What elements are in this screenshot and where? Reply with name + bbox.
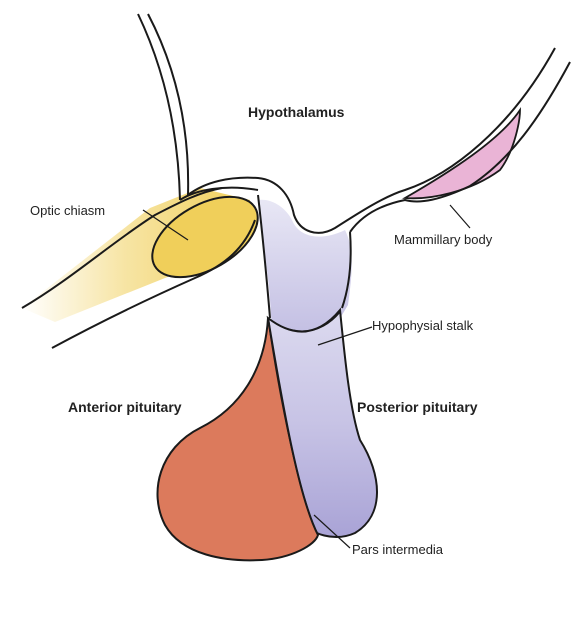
- label-pars-intermedia: Pars intermedia: [352, 542, 444, 557]
- ventricle-outline-left: [138, 14, 180, 200]
- ventricle-outline-outer: [350, 62, 570, 232]
- label-hypothalamus: Hypothalamus: [248, 104, 345, 120]
- label-anterior-pituitary: Anterior pituitary: [68, 399, 182, 415]
- label-optic-chiasm: Optic chiasm: [30, 203, 105, 218]
- mammillary-body-shape: [405, 110, 520, 198]
- label-mammillary-body: Mammillary body: [394, 232, 493, 247]
- leader-mammillary-body: [450, 205, 470, 228]
- label-posterior-pituitary: Posterior pituitary: [357, 399, 478, 415]
- label-hypophysial-stalk: Hypophysial stalk: [372, 318, 474, 333]
